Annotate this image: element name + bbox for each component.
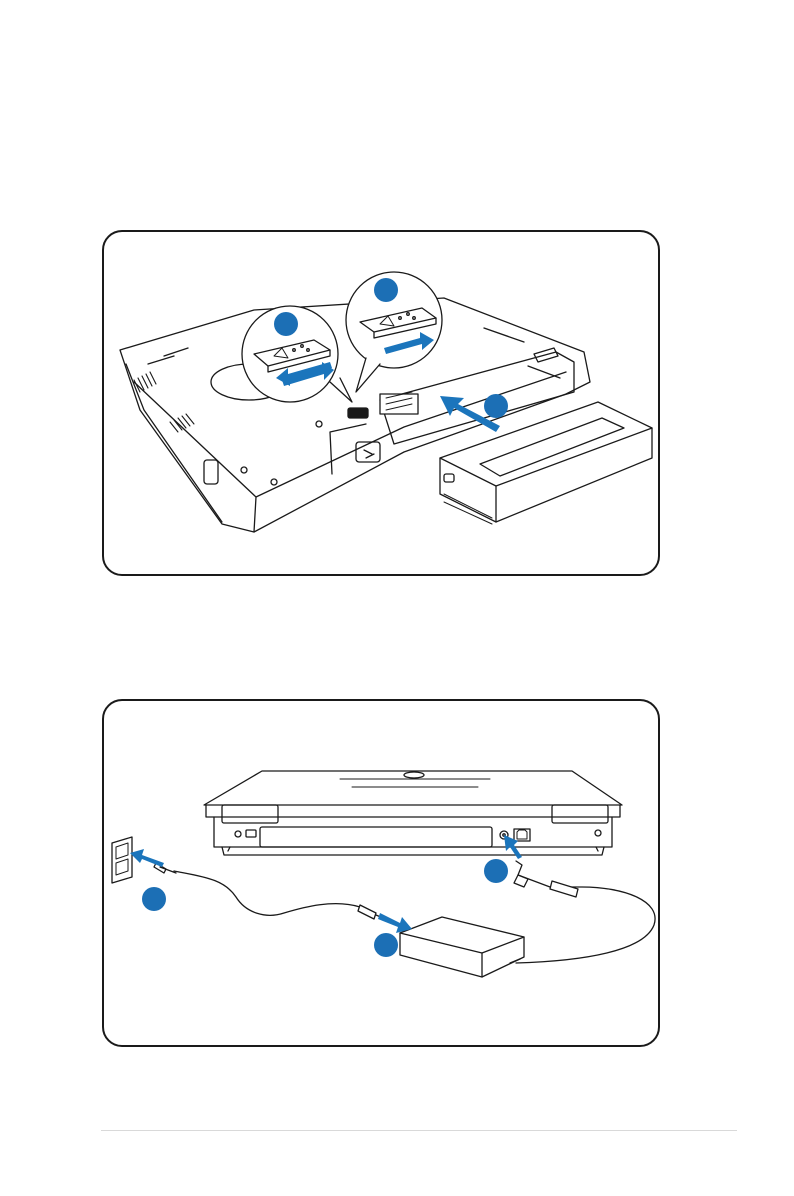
battery-pack-icon — [440, 402, 652, 524]
power-connection-figure — [102, 699, 660, 1047]
direction-arrows — [130, 835, 522, 933]
wall-outlet-icon — [112, 837, 132, 883]
battery-installation-figure — [102, 230, 660, 576]
laptop-rear-icon — [204, 771, 622, 855]
ac-adapter-icon — [400, 917, 524, 977]
power-connect-illustration — [104, 701, 658, 1045]
battery-install-illustration — [104, 232, 658, 574]
dc-cable-icon — [514, 861, 655, 963]
power-cord-icon — [154, 863, 390, 921]
footer-rule — [101, 1130, 737, 1131]
